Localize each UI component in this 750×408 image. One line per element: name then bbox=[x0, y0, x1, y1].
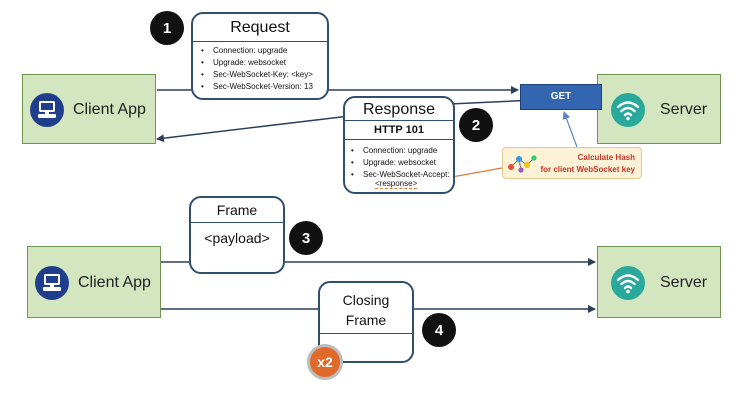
hash-graph-icon bbox=[508, 155, 537, 173]
step-badge-4: 4 bbox=[422, 313, 456, 347]
request-title: Request bbox=[230, 19, 290, 36]
get-request-box: GET bbox=[520, 84, 602, 110]
hash-note-line2: for client WebSocket key bbox=[540, 165, 635, 174]
response-divider-bottom bbox=[345, 139, 453, 140]
response-header-list: Connection: upgrade Upgrade: websocket S… bbox=[351, 145, 450, 181]
wifi-icon bbox=[611, 266, 645, 300]
response-header: Connection: upgrade bbox=[351, 145, 450, 157]
request-divider bbox=[193, 41, 327, 42]
server-label: Server bbox=[660, 101, 708, 118]
computer-icon bbox=[35, 266, 69, 300]
get-label: GET bbox=[550, 91, 572, 102]
closing-frame-title-line1: Closing bbox=[342, 292, 390, 308]
response-header: Upgrade: websocket bbox=[351, 157, 450, 169]
hash-note: Calculate Hash for client WebSocket key bbox=[502, 147, 642, 179]
step-badge-1: 1 bbox=[150, 11, 184, 45]
request-header-list: Connection: upgrade Upgrade: websocket S… bbox=[201, 45, 313, 93]
client-app-node-bottom: Client App bbox=[27, 246, 161, 318]
request-header: Sec-WebSocket-Version: 13 bbox=[201, 81, 313, 93]
response-divider-top bbox=[345, 120, 453, 121]
server-label: Server bbox=[660, 274, 708, 291]
frame-payload: <payload> bbox=[204, 230, 270, 246]
closing-frame-divider bbox=[320, 333, 412, 334]
hash-note-line1: Calculate Hash bbox=[577, 153, 635, 162]
step-badge-3: 3 bbox=[289, 221, 323, 255]
frame-title: Frame bbox=[216, 202, 258, 218]
request-header: Upgrade: websocket bbox=[201, 57, 313, 69]
client-app-label: Client App bbox=[78, 274, 151, 291]
multiplier-badge: x2 bbox=[307, 344, 343, 380]
request-header: Connection: upgrade bbox=[201, 45, 313, 57]
response-status: HTTP 101 bbox=[374, 124, 424, 136]
response-accept-value: <response> bbox=[375, 179, 418, 189]
request-header: Sec-WebSocket-Key: <key> bbox=[201, 69, 313, 81]
response-header: Sec-WebSocket-Accept: bbox=[351, 169, 450, 181]
frame-box: Frame <payload> bbox=[189, 196, 285, 274]
step-badge-2: 2 bbox=[459, 108, 493, 142]
response-box: Response HTTP 101 Connection: upgrade Up… bbox=[343, 96, 455, 194]
frame-divider bbox=[191, 222, 283, 223]
client-app-node-top: Client App bbox=[22, 74, 156, 144]
closing-frame-title-line2: Frame bbox=[345, 312, 387, 328]
server-node-bottom: Server bbox=[597, 246, 721, 318]
hash-to-get-arrow bbox=[562, 111, 578, 148]
computer-icon bbox=[30, 93, 64, 127]
wifi-icon bbox=[611, 93, 645, 127]
multiplier-label: x2 bbox=[317, 354, 333, 370]
request-box: Request Connection: upgrade Upgrade: web… bbox=[191, 12, 329, 100]
server-node-top: Server bbox=[597, 74, 721, 144]
response-title: Response bbox=[362, 101, 436, 118]
client-app-label: Client App bbox=[73, 101, 146, 118]
